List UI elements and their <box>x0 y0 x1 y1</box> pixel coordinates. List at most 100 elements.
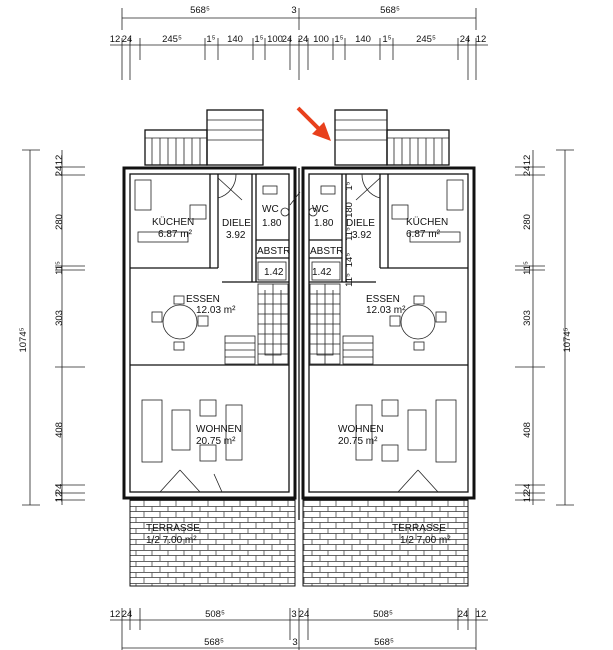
dim-inner: 14⁵ <box>344 253 355 268</box>
dim-left-segment: 11⁵ <box>54 261 65 275</box>
dim-top-inner: 245⁵ <box>162 34 182 45</box>
area-storage-left: 1.42 <box>264 267 284 278</box>
label-hall-left: DIELE <box>222 218 251 229</box>
dim-top-outer-right: 568⁵ <box>380 5 400 16</box>
dim-right-segment: 12 <box>522 492 533 503</box>
dim-bottom-inner: 24 <box>122 609 133 620</box>
dim-bottom-inner: 3 <box>291 609 296 620</box>
interior-walls-right <box>309 174 468 366</box>
dim-left-segment: 303 <box>54 310 65 326</box>
label-living-right: WOHNEN <box>338 424 384 435</box>
staircase-left <box>224 283 289 365</box>
label-terrace-left: TERRASSE <box>146 523 200 534</box>
label-wc-right: WC <box>312 204 329 215</box>
dim-top-inner: 140 <box>227 34 243 45</box>
area-hall-right: 3.92 <box>352 230 372 241</box>
dim-top-inner: 100 <box>267 34 283 45</box>
dim-right-total: 1074⁵ <box>562 327 573 352</box>
dim-right-segment: 11⁵ <box>522 261 533 275</box>
area-living-right: 20.75 m² <box>338 436 378 447</box>
area-dining-left: 12.03 m² <box>196 305 236 316</box>
label-terrace-right: TERRASSE <box>392 523 446 534</box>
dim-bottom-outer: 568⁵ <box>204 637 224 648</box>
dim-bottom-inner: 12 <box>110 609 121 620</box>
interior-walls-left <box>130 174 289 366</box>
entry-canopies <box>144 109 450 166</box>
label-kitchen-left: KÜCHEN <box>152 216 194 228</box>
dim-top-inner: 24 <box>122 34 133 45</box>
dim-top-inner: 245⁵ <box>416 34 436 45</box>
dim-inner: 11⁵ <box>344 227 355 241</box>
dim-top-inner: 1⁵ <box>334 34 343 45</box>
dim-top-inner: 140 <box>355 34 371 45</box>
doors <box>159 173 439 493</box>
dim-top-inner: 24 <box>298 34 309 45</box>
dim-left-segment: 12 <box>54 155 65 166</box>
area-terrace-right: 1/2 7.00 m² <box>400 535 451 546</box>
furniture-right <box>308 179 464 463</box>
dim-top-outer-left: 568⁵ <box>190 5 210 16</box>
dim-bottom-inner: 24 <box>458 609 469 620</box>
room-labels-left: KÜCHEN 6.87 m² DIELE 3.92 WC 1.80 ABSTR … <box>146 204 290 546</box>
dim-inner: 180 <box>344 202 355 218</box>
dim-left-segment: 24 <box>54 484 65 495</box>
dim-left-segment: 12 <box>54 492 65 503</box>
area-dining-right: 12.03 m² <box>366 305 406 316</box>
area-storage-right: 1.42 <box>312 267 332 278</box>
label-storage-left: ABSTR <box>257 246 290 257</box>
dim-bottom-outer: 568⁵ <box>374 637 394 648</box>
dim-top-inner: 24 <box>282 34 293 45</box>
area-kitchen-right: 6.87 m² <box>406 229 441 240</box>
area-living-left: 20.75 m² <box>196 436 236 447</box>
dim-right-segment: 303 <box>522 310 533 326</box>
area-wc-right: 1.80 <box>314 218 334 229</box>
dim-top-inner: 1⁵ <box>382 34 391 45</box>
area-hall-left: 3.92 <box>226 230 246 241</box>
dim-left-segment: 280 <box>54 214 65 230</box>
dim-right-segment: 408 <box>522 422 533 438</box>
red-arrow-icon <box>296 106 331 141</box>
label-kitchen-right: KÜCHEN <box>406 216 448 228</box>
room-labels-right: KÜCHEN 6.87 m² DIELE 3.92 WC 1.80 ABSTR … <box>310 204 451 546</box>
label-hall-right: DIELE <box>346 218 375 229</box>
dim-inner: 1⁵ <box>344 181 355 190</box>
dim-right-segment: 280 <box>522 214 533 230</box>
dim-top-inner: 12 <box>476 34 487 45</box>
terrace-paving <box>129 499 469 587</box>
dim-bottom-inner: 508⁵ <box>205 609 225 620</box>
label-living-left: WOHNEN <box>196 424 242 435</box>
staircase-right <box>309 283 374 365</box>
dim-inner: 11⁵ <box>344 273 355 287</box>
dim-left-total: 1074⁵ <box>18 327 29 352</box>
dim-top-inner: 24 <box>460 34 471 45</box>
dim-left-segment: 408 <box>54 422 65 438</box>
dim-right-segment: 24 <box>522 166 533 177</box>
label-storage-right: ABSTR <box>310 246 343 257</box>
dim-bottom-outer: 3 <box>292 637 297 648</box>
dim-bottom-inner: 24 <box>299 609 310 620</box>
dim-bottom-inner: 12 <box>476 609 487 620</box>
label-dining-right: ESSEN <box>366 294 400 305</box>
dim-left-segment: 24 <box>54 166 65 177</box>
furniture-left <box>134 179 290 463</box>
area-kitchen-left: 6.87 m² <box>158 229 193 240</box>
dim-top-inner: 1⁵ <box>254 34 263 45</box>
exterior-walls <box>122 166 476 520</box>
dim-top-inner: 100 <box>313 34 329 45</box>
area-terrace-left: 1/2 7.00 m² <box>146 535 197 546</box>
dim-top-outer-mid: 3 <box>291 5 296 16</box>
dim-right-segment: 12 <box>522 155 533 166</box>
dim-bottom-inner: 508⁵ <box>373 609 393 620</box>
dim-right-segment: 24 <box>522 484 533 495</box>
area-wc-left: 1.80 <box>262 218 282 229</box>
label-wc-left: WC <box>262 204 279 215</box>
label-dining-left: ESSEN <box>186 294 220 305</box>
dim-top-inner: 1⁵ <box>206 34 215 45</box>
inner-dimensions: 1⁵ 180 11⁵ 14⁵ 11⁵ <box>344 181 355 287</box>
dim-top-inner: 12 <box>110 34 121 45</box>
